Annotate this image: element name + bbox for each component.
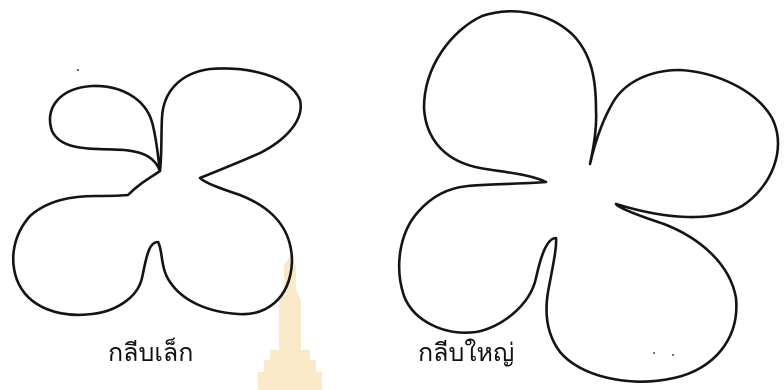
small-petal-caption: กลีบเล็ก — [108, 340, 193, 365]
scan-speck — [653, 352, 655, 354]
scan-speck — [672, 354, 674, 356]
small-petal-outline — [13, 68, 300, 314]
scan-speck — [77, 69, 79, 71]
large-petal-caption: กลีบใหญ่ — [418, 340, 514, 365]
large-petal-outline — [399, 11, 778, 381]
